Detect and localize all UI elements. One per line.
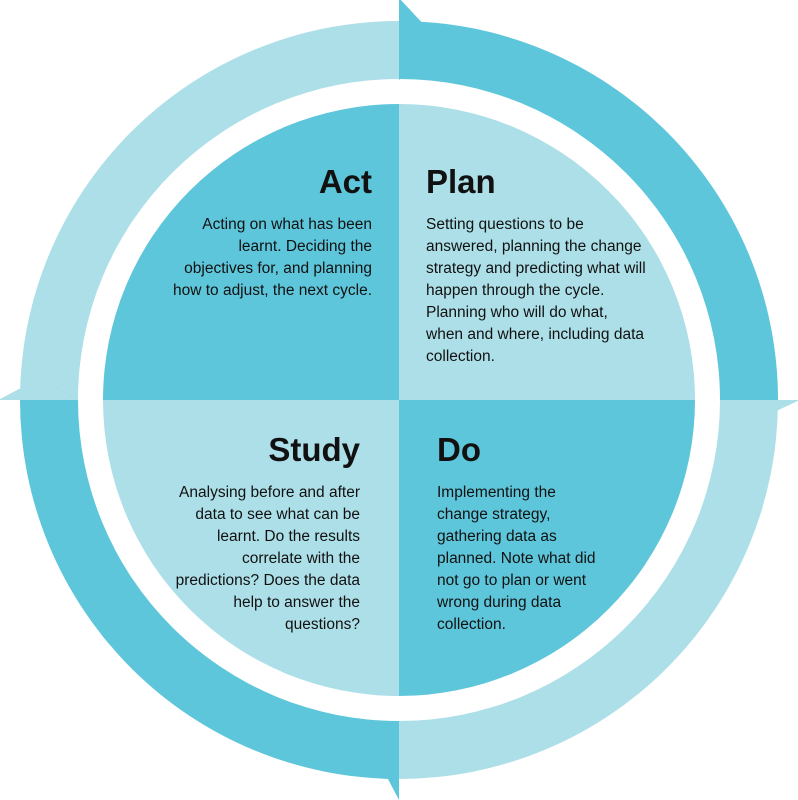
arrow-head-top [399,0,442,80]
quadrant-do: Do Implementing the change strategy, gat… [437,430,607,636]
plan-description: Setting questions to be answered, planni… [426,216,646,365]
quadrant-study: Study Analysing before and after data to… [168,430,360,636]
arrow-head-right [720,400,798,420]
plan-title: Plan [426,163,496,200]
arrow-ring-light-bottom [378,400,778,798]
study-title: Study [268,431,360,468]
act-description: Acting on what has been learnt. Deciding… [172,216,372,299]
arrow-ring-dark-right [399,21,798,420]
arrow-ring-dark-left [0,378,399,779]
act-title: Act [318,163,372,200]
arrow-head-bottom [378,721,399,800]
quadrant-plan: Plan Setting questions to be answered, p… [426,162,646,368]
arrow-head-left [0,378,78,400]
arrow-ring-light [20,0,440,400]
study-description: Analysing before and after data to see w… [175,484,360,633]
do-description: Implementing the change strategy, gather… [437,484,596,633]
do-title: Do [437,431,481,468]
quadrant-act: Act Acting on what has been learnt. Deci… [170,162,372,302]
